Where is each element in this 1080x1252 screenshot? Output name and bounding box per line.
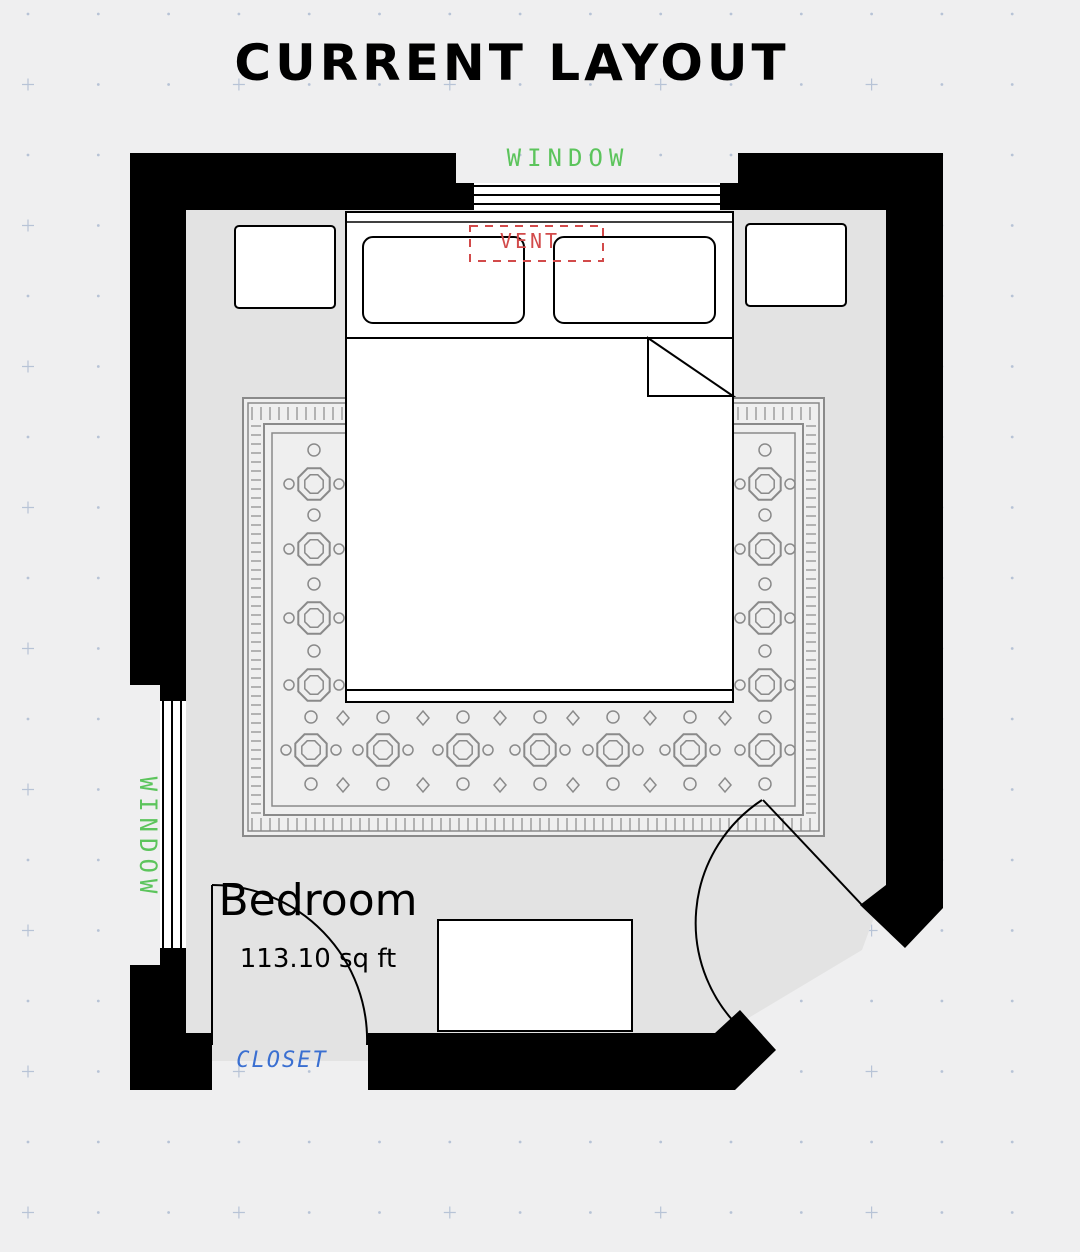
room-name: Bedroom bbox=[218, 875, 417, 926]
nightstand-right bbox=[745, 223, 847, 307]
pillow-right bbox=[553, 236, 716, 324]
duvet-fold bbox=[647, 336, 737, 397]
wall-top-left bbox=[130, 153, 456, 685]
vent-label: VENT bbox=[500, 229, 560, 253]
window-top bbox=[456, 183, 738, 210]
window-top-label: WINDOW bbox=[507, 144, 630, 172]
wall-bottom-left bbox=[130, 965, 212, 1090]
wall-bottom bbox=[368, 1010, 776, 1090]
wall-top-right bbox=[738, 153, 943, 948]
closet-floor bbox=[212, 1033, 368, 1061]
door-floor bbox=[720, 800, 886, 1035]
nightstand-left bbox=[234, 225, 336, 309]
closet-door bbox=[211, 884, 369, 1046]
rug-medallions bbox=[280, 443, 796, 794]
window-left-label: WINDOW bbox=[134, 777, 162, 900]
window-left bbox=[160, 685, 186, 965]
page-title: CURRENT LAYOUT bbox=[234, 34, 789, 92]
closet-label: CLOSET bbox=[236, 1048, 327, 1073]
dresser bbox=[437, 919, 633, 1032]
room-area: 113.10 sq ft bbox=[240, 944, 396, 974]
bed bbox=[345, 211, 737, 703]
walls bbox=[130, 153, 943, 1090]
bedroom-door bbox=[694, 799, 863, 1031]
pillow-left bbox=[362, 236, 525, 324]
vent: VENT bbox=[469, 225, 604, 262]
